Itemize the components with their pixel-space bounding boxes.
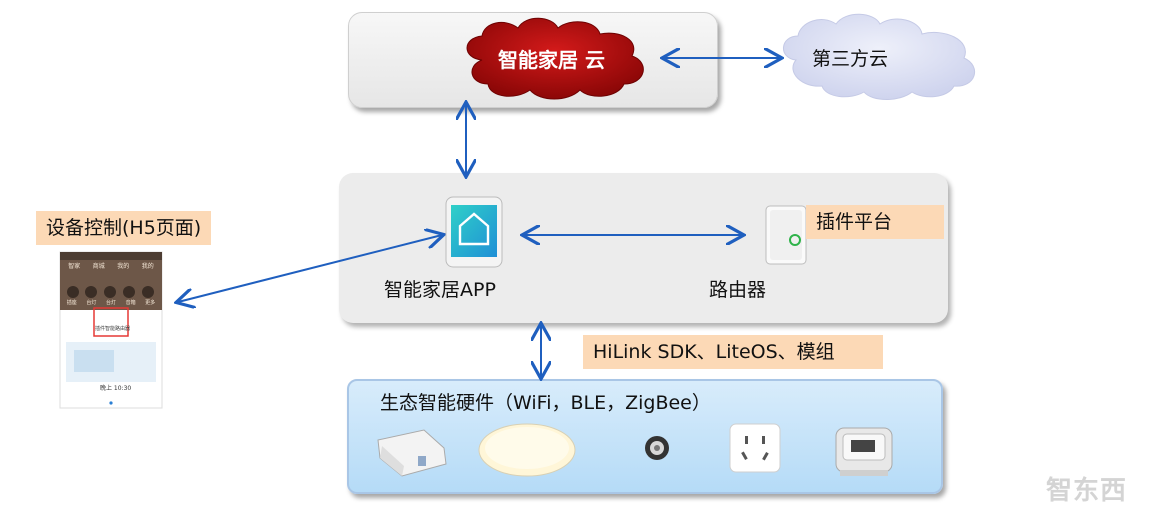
sdk-liteos-tag: HiLink SDK、LiteOS、模组 [583,335,883,369]
plugin-platform-tag: 插件平台 [806,205,944,239]
phone-time: 晚上 10:30 [100,385,132,392]
smart-home-cloud-title: 智能家居 云 [498,48,605,72]
device-control-tag: 设备控制(H5页面) [36,211,212,245]
phone-device-item: 台灯 [105,300,116,306]
smart-home-app-label: 智能家居APP [384,279,496,301]
smart-home-app-icon [445,196,503,268]
ecosystem-label: 生态智能硬件（WiFi，BLE，ZigBee） [380,392,711,414]
third-party-cloud-shape [783,13,975,100]
downlight-device [645,436,669,460]
phone-tab-bar: 智家 商城 我的 我的 [62,261,160,270]
smart-home-cloud-shape [466,17,644,100]
phone-tab: 智家 [68,263,81,270]
phone-device-name: 插件智能路由器 [95,326,131,332]
ceiling-light-device [478,423,576,477]
phone-device-item: 更多 [145,300,156,306]
phone-tab: 商城 [92,263,105,270]
phone-tab: 我的 [117,263,130,270]
device-control-phone-screenshot [59,251,163,409]
phone-device-item: 台灯 [86,300,97,306]
arrow-app-device-control [178,235,442,302]
phone-device-row: 插座 台灯 台灯 音箱 更多 [62,299,160,306]
third-party-cloud-label: 第三方云 [812,48,889,70]
watermark: 智东西 [1046,476,1128,506]
phone-device-item: 音箱 [125,300,136,306]
router-label: 路由器 [709,279,767,301]
phone-device-item: 插座 [66,300,77,306]
wall-socket-device [729,423,781,473]
smart-plug-adapter-device [377,429,447,477]
router-icon [765,205,807,265]
phone-tab: 我的 [141,263,154,270]
smart-cube-device [835,427,893,476]
